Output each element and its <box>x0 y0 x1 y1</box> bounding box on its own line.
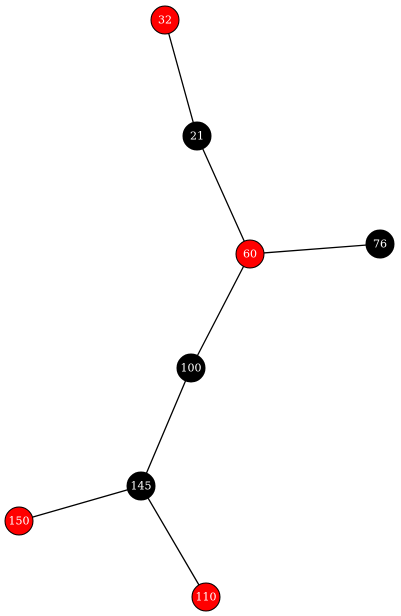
edge-n21-n60 <box>196 135 251 255</box>
node-label: 145 <box>131 480 152 493</box>
nodes-layer: 32 21 60 76 100 145 150 110 <box>4 5 395 612</box>
node-label: 32 <box>158 14 172 27</box>
node-100: 100 <box>176 353 206 383</box>
node-circle <box>235 239 265 269</box>
node-circle <box>182 121 212 151</box>
node-label: 76 <box>373 238 387 251</box>
node-circle <box>4 506 34 536</box>
edges-layer <box>18 19 381 598</box>
edge-n60-n100 <box>190 253 251 369</box>
node-150: 150 <box>4 506 34 536</box>
node-circle <box>126 471 156 501</box>
node-label: 60 <box>243 248 257 261</box>
node-label: 21 <box>190 130 204 143</box>
node-circle <box>176 353 206 383</box>
node-label: 100 <box>181 362 202 375</box>
node-label: 150 <box>9 515 30 528</box>
edge-n32-n21 <box>164 19 198 137</box>
node-60: 60 <box>235 239 265 269</box>
edge-n145-n150 <box>18 485 142 522</box>
node-110: 110 <box>191 582 221 612</box>
node-label: 110 <box>196 591 217 604</box>
node-76: 76 <box>365 229 395 259</box>
edge-n100-n145 <box>140 367 192 487</box>
node-circle <box>365 229 395 259</box>
edge-n145-n110 <box>140 485 207 598</box>
node-32: 32 <box>150 5 180 35</box>
node-circle <box>150 5 180 35</box>
node-circle <box>191 582 221 612</box>
node-145: 145 <box>126 471 156 501</box>
node-21: 21 <box>182 121 212 151</box>
edge-n60-n76 <box>249 243 381 255</box>
